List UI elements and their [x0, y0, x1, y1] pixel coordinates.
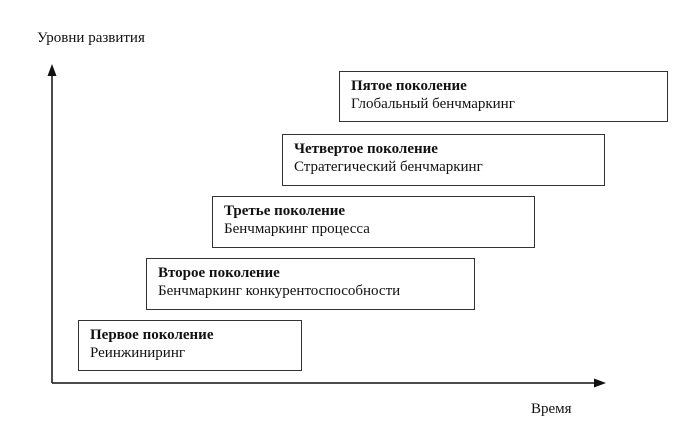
stage-description: Стратегический бенчмаркинг: [294, 159, 483, 175]
stage-title: Первое поколение: [90, 327, 214, 343]
stage-title: Второе поколение: [158, 265, 280, 281]
stage-description: Глобальный бенчмаркинг: [351, 96, 515, 112]
x-axis-label: Время: [531, 401, 572, 417]
stage-box-second-generation: Второе поколение Бенчмаркинг конкурентос…: [146, 258, 475, 310]
stage-title: Пятое поколение: [351, 78, 467, 94]
stage-box-third-generation: Третье поколение Бенчмаркинг процесса: [212, 196, 535, 248]
stage-title: Третье поколение: [224, 203, 346, 219]
stage-box-fourth-generation: Четвертое поколение Стратегический бенчм…: [282, 134, 605, 186]
stage-box-first-generation: Первое поколение Реинжиниринг: [78, 320, 302, 371]
stage-description: Реинжиниринг: [90, 345, 186, 361]
stage-title: Четвертое поколение: [294, 141, 438, 157]
y-axis-arrowhead: [47, 64, 57, 76]
y-axis-label: Уровни развития: [37, 30, 145, 46]
stage-description: Бенчмаркинг процесса: [224, 221, 370, 237]
x-axis-arrowhead: [594, 378, 606, 388]
stage-box-fifth-generation: Пятое поколение Глобальный бенчмаркинг: [339, 71, 668, 122]
stage-description: Бенчмаркинг конкурентоспособности: [158, 283, 401, 299]
